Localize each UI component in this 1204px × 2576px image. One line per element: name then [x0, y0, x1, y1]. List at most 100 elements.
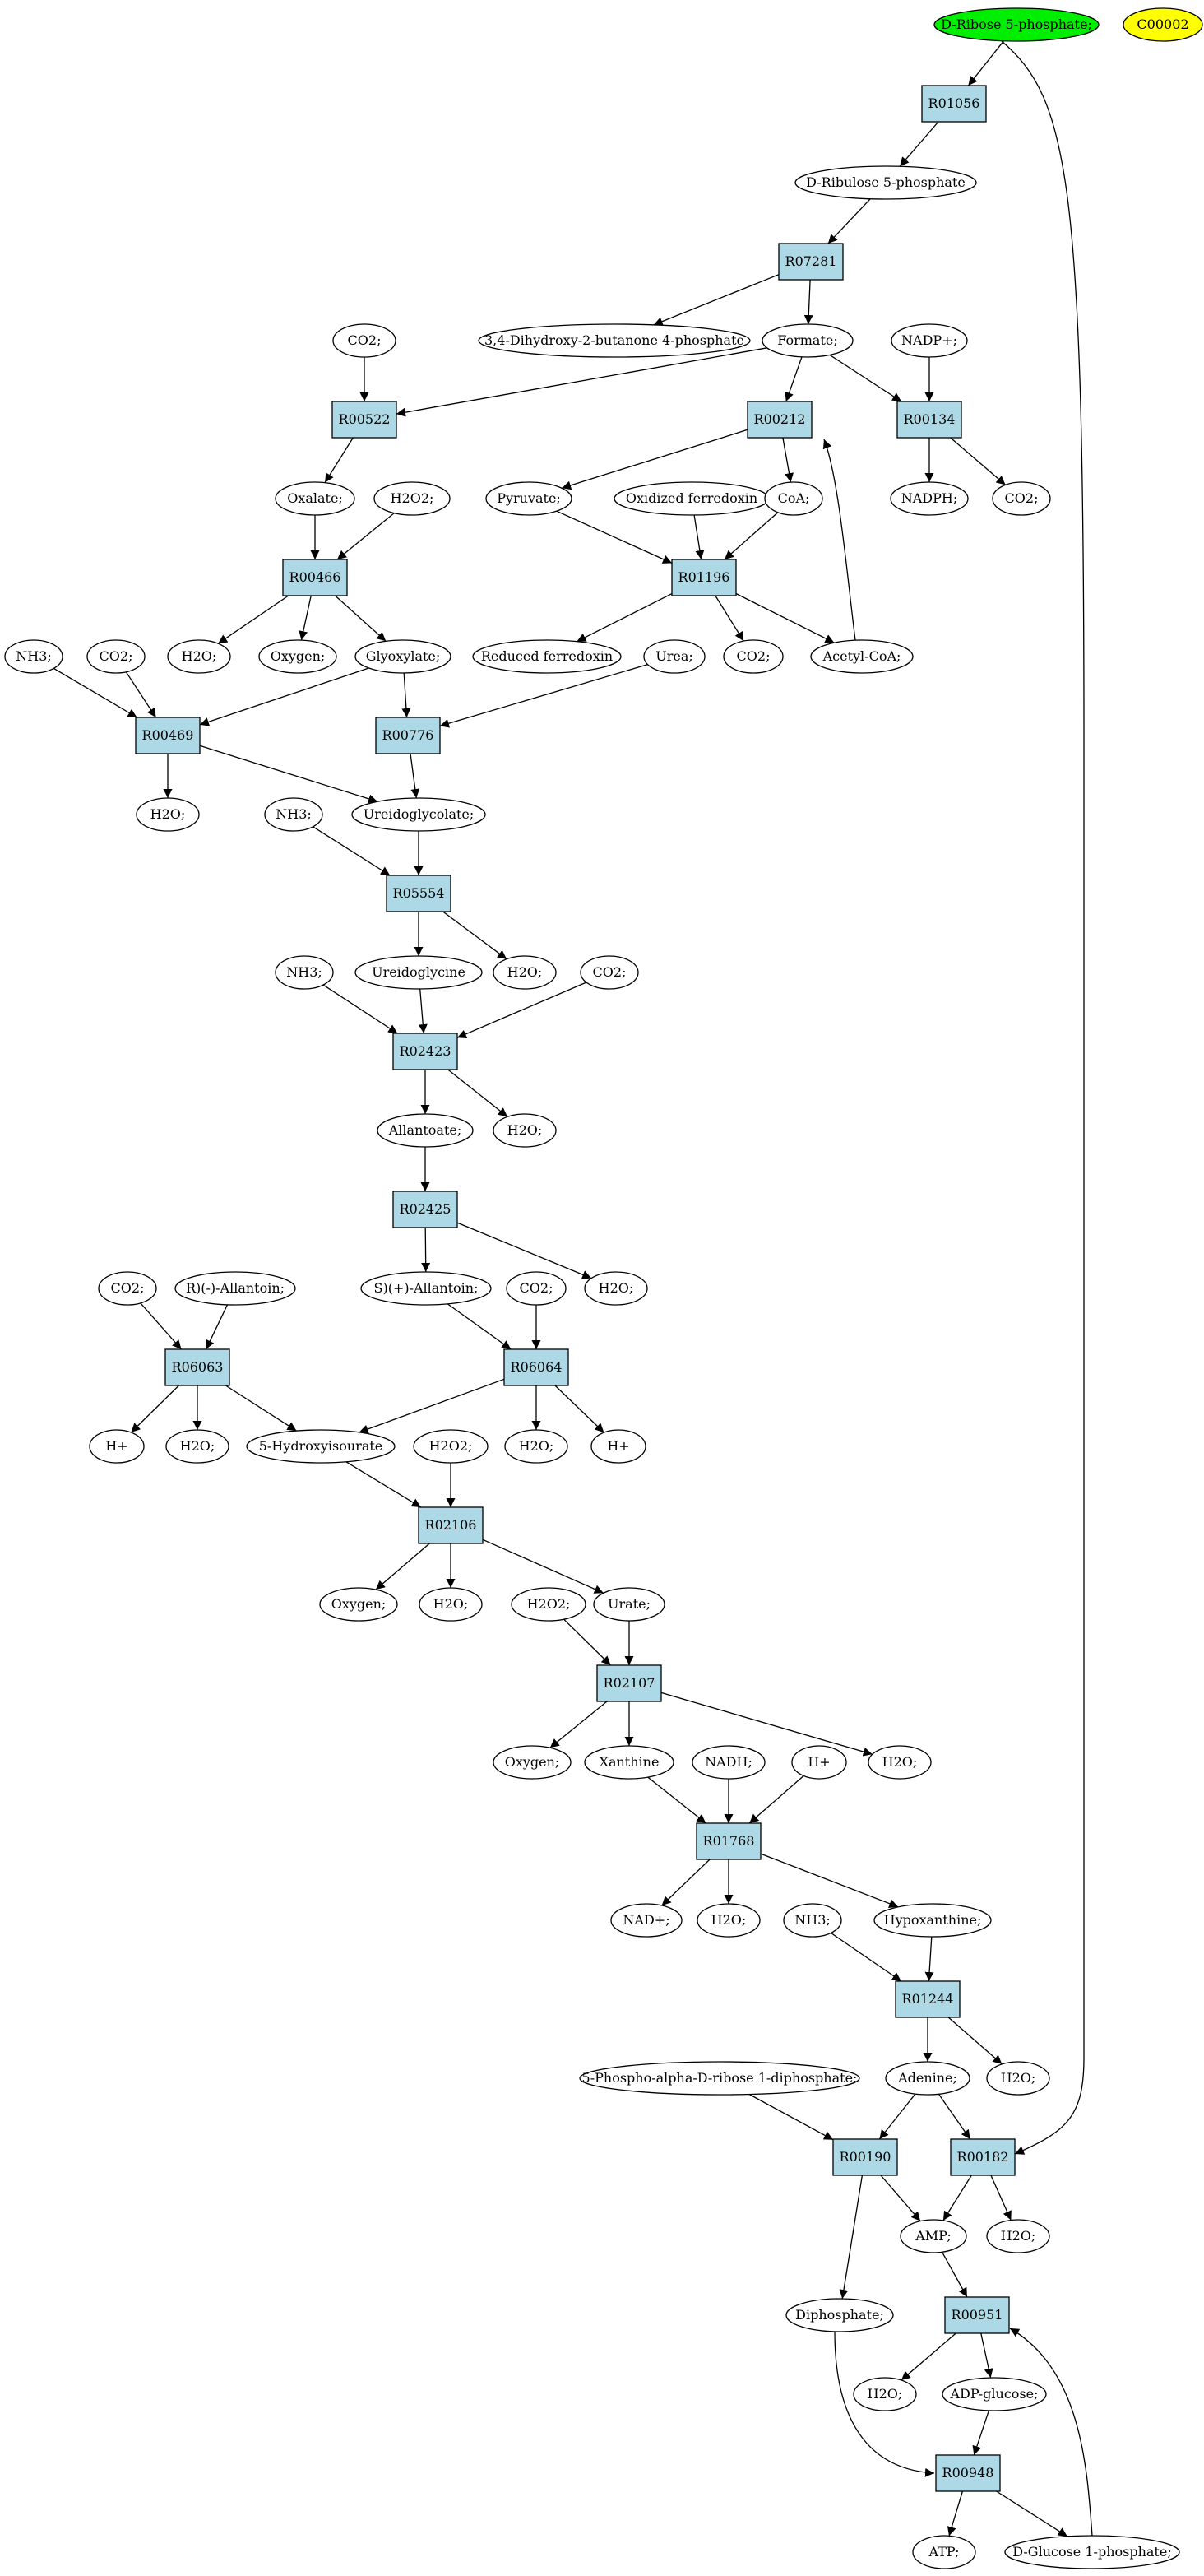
edge-co2_c-to-R00469	[125, 671, 157, 718]
compound-node-redfd[interactable]: Reduced ferredoxin	[472, 639, 622, 674]
compound-node-oxfd[interactable]: Oxidized ferredoxin	[614, 481, 770, 516]
reaction-node-R01244[interactable]: R01244	[895, 1980, 961, 2018]
reaction-node-R00212[interactable]: R00212	[747, 401, 813, 439]
compound-node-ureidoglycolate[interactable]: Ureidoglycolate;	[351, 797, 486, 832]
compound-node-urate[interactable]: Urate;	[593, 1587, 665, 1622]
reaction-node-R00522[interactable]: R00522	[331, 401, 397, 439]
reaction-node-R05554[interactable]: R05554	[386, 875, 452, 912]
compound-node-nadh[interactable]: NADH;	[692, 1745, 766, 1780]
compound-node-drib5p[interactable]: D-Ribose 5-phosphate;	[933, 7, 1100, 42]
reaction-node-R02425[interactable]: R02425	[392, 1191, 458, 1228]
compound-node-nadplus[interactable]: NAD+;	[610, 1903, 683, 1938]
compound-node-xanthine[interactable]: Xanthine	[584, 1745, 674, 1780]
compound-node-h2o_d[interactable]: H2O;	[493, 1113, 557, 1148]
edge-hypoxanthine-to-R01244	[924, 1936, 934, 1982]
compound-node-hypoxanthine[interactable]: Hypoxanthine;	[873, 1903, 992, 1938]
compound-node-h2o_j[interactable]: H2O;	[697, 1903, 761, 1938]
reaction-node-R00469[interactable]: R00469	[135, 717, 201, 754]
node-label: CO2;	[737, 648, 771, 664]
compound-node-h2o_b[interactable]: H2O;	[136, 797, 200, 832]
compound-node-nh3_a[interactable]: NH3;	[4, 639, 63, 674]
compound-node-h2o_k[interactable]: H2O;	[986, 2061, 1050, 2096]
compound-node-co2_c[interactable]: CO2;	[86, 639, 146, 674]
reaction-node-R00776[interactable]: R00776	[375, 717, 441, 754]
compound-node-oxygen_c[interactable]: Oxygen;	[493, 1745, 572, 1780]
reaction-node-R00134[interactable]: R00134	[896, 401, 962, 439]
compound-node-h2o_c[interactable]: H2O;	[493, 955, 557, 990]
compound-ellipse	[165, 1429, 229, 1464]
compound-node-co2_e[interactable]: CO2;	[580, 955, 639, 990]
compound-node-diphosphate[interactable]: Diphosphate;	[785, 2298, 894, 2332]
compound-node-h2o_f[interactable]: H2O;	[165, 1429, 229, 1464]
compound-node-h2o2_a[interactable]: H2O2;	[373, 481, 451, 516]
reaction-node-R01196[interactable]: R01196	[671, 559, 737, 596]
compound-node-h2o_a[interactable]: H2O;	[167, 639, 231, 674]
compound-node-sallantoin[interactable]: S)(+)-Allantoin;	[360, 1271, 492, 1306]
compound-node-c00002[interactable]: C00002	[1123, 7, 1203, 42]
compound-node-urea[interactable]: Urea;	[643, 639, 706, 674]
compound-node-hiu[interactable]: 5-Hydroxyisourate	[246, 1429, 396, 1464]
compound-node-drul5p[interactable]: D-Ribulose 5-phosphate	[794, 165, 977, 200]
reaction-node-R02106[interactable]: R02106	[418, 1506, 484, 1544]
node-label: R02425	[400, 1201, 452, 1217]
compound-node-nadph[interactable]: NADPH;	[890, 481, 969, 516]
compound-node-atp[interactable]: ATP;	[912, 2535, 976, 2569]
reaction-node-R02423[interactable]: R02423	[392, 1033, 458, 1070]
node-label: H2O;	[711, 1912, 747, 1928]
reaction-node-R00951[interactable]: R00951	[944, 2296, 1010, 2334]
compound-node-allantoate[interactable]: Allantoate;	[377, 1113, 474, 1148]
compound-ellipse	[791, 1745, 847, 1780]
compound-node-h2o_e[interactable]: H2O;	[584, 1271, 648, 1306]
node-label: R00466	[289, 569, 341, 585]
compound-node-h2o_g[interactable]: H2O;	[504, 1429, 568, 1464]
edge-ureidoglycine-to-R02423	[418, 988, 428, 1034]
node-label: R00212	[754, 411, 806, 427]
compound-node-nh3_b[interactable]: NH3;	[264, 797, 323, 832]
compound-node-oxygen_b[interactable]: Oxygen;	[319, 1587, 398, 1622]
compound-node-adenine[interactable]: Adenine;	[885, 2061, 970, 2096]
compound-node-oxalate[interactable]: Oxalate;	[275, 481, 355, 516]
compound-node-h2o2_c[interactable]: H2O2;	[511, 1587, 586, 1622]
compound-node-h2o2_b[interactable]: H2O2;	[413, 1429, 489, 1464]
reaction-node-R00182[interactable]: R00182	[950, 2138, 1016, 2176]
compound-node-pyruvate[interactable]: Pyruvate;	[485, 481, 572, 516]
compound-node-formate[interactable]: Formate;	[762, 323, 854, 358]
compound-node-co2_g[interactable]: CO2;	[506, 1271, 567, 1306]
compound-node-acetylcoa[interactable]: Acetyl-CoA;	[810, 639, 914, 674]
compound-node-nadp[interactable]: NADP+;	[891, 323, 968, 358]
compound-node-dglc1p[interactable]: D-Glucose 1-phosphate;	[1004, 2535, 1180, 2569]
reaction-node-R01056[interactable]: R01056	[921, 85, 987, 123]
compound-node-ureidoglycine[interactable]: Ureidoglycine	[354, 955, 483, 990]
reaction-node-R06063[interactable]: R06063	[164, 1348, 230, 1386]
compound-node-prpp[interactable]: 5-Phospho-alpha-D-ribose 1-diphosphate;	[579, 2061, 860, 2096]
compound-node-co2_b[interactable]: CO2;	[992, 481, 1051, 516]
compound-node-h2o_i[interactable]: H2O;	[868, 1745, 932, 1780]
compound-node-adpglucose[interactable]: ADP-glucose;	[942, 2377, 1047, 2411]
compound-node-h2o_l[interactable]: H2O;	[986, 2219, 1050, 2253]
reaction-node-R00948[interactable]: R00948	[935, 2454, 1001, 2492]
node-label: 5-Hydroxyisourate	[259, 1438, 383, 1454]
compound-node-h2o_h[interactable]: H2O;	[419, 1587, 483, 1622]
compound-node-dhb4p[interactable]: 3,4-Dihydroxy-2-butanone 4-phosphate	[478, 323, 751, 358]
reaction-node-R01768[interactable]: R01768	[696, 1822, 762, 1860]
compound-node-co2_d[interactable]: CO2;	[723, 639, 784, 674]
compound-node-nh3_c[interactable]: NH3;	[275, 955, 334, 990]
compound-node-h2o_m[interactable]: H2O;	[853, 2377, 917, 2411]
compound-ellipse	[413, 1429, 489, 1464]
compound-node-hplus_b[interactable]: H+	[590, 1429, 646, 1464]
compound-node-hplus_a[interactable]: H+	[89, 1429, 145, 1464]
compound-node-amp[interactable]: AMP;	[900, 2219, 967, 2253]
compound-node-glyoxylate[interactable]: Glyoxylate;	[354, 639, 452, 674]
compound-node-oxygen_a[interactable]: Oxygen;	[258, 639, 337, 674]
compound-node-co2_f[interactable]: CO2;	[98, 1271, 157, 1306]
compound-node-rallantoin[interactable]: R)(-)-Allantoin;	[174, 1271, 296, 1306]
reaction-node-R02107[interactable]: R02107	[596, 1664, 662, 1702]
compound-node-nh3_d[interactable]: NH3;	[783, 1903, 842, 1938]
reaction-node-R00190[interactable]: R00190	[832, 2138, 898, 2176]
compound-node-co2_a[interactable]: CO2;	[332, 323, 396, 358]
compound-node-coa[interactable]: CoA;	[764, 481, 823, 516]
compound-node-hplus_c[interactable]: H+	[791, 1745, 847, 1780]
reaction-node-R00466[interactable]: R00466	[282, 559, 348, 596]
reaction-node-R06064[interactable]: R06064	[503, 1348, 569, 1386]
reaction-node-R07281[interactable]: R07281	[778, 243, 844, 281]
